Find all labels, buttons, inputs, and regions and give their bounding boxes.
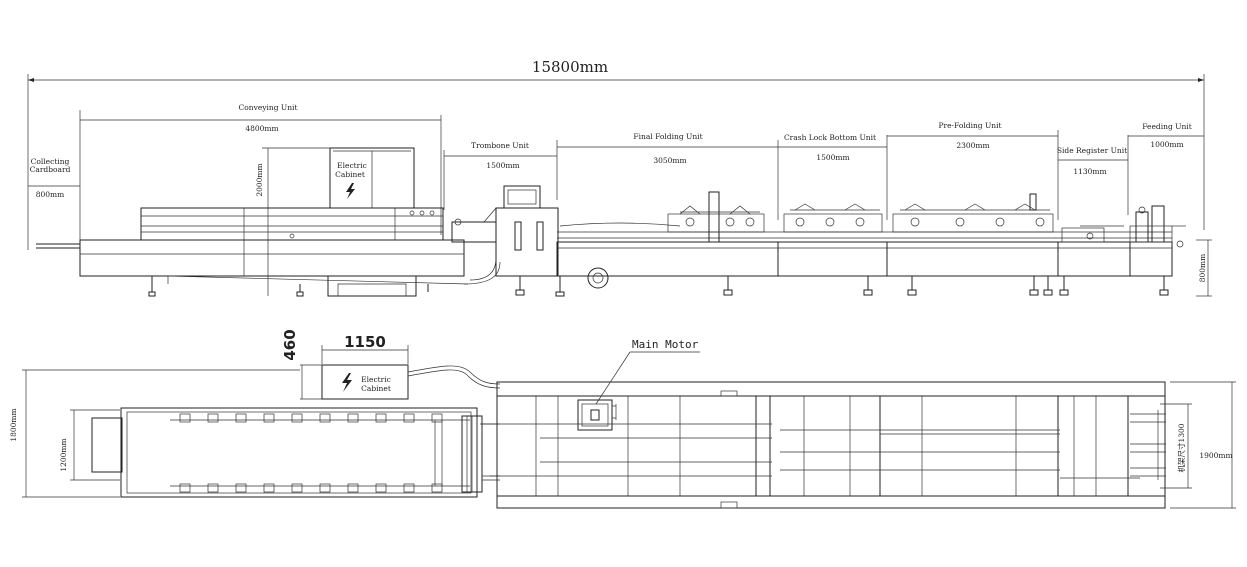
- main-motor-label: Main Motor: [632, 338, 699, 351]
- electric-cabinet-plan: [321, 364, 409, 400]
- collecting-cardboard-value: 800mm: [36, 190, 65, 199]
- feed-height-label: 800mm: [1198, 254, 1207, 283]
- feeding-unit-label: Feeding Unit: [1142, 122, 1191, 131]
- crash-lock-bottom-unit-label: Crash Lock Bottom Unit: [784, 133, 876, 142]
- side-register-unit-label: Side Register Unit: [1057, 146, 1127, 155]
- electric-cabinet-elevation-label-line2: Cabinet: [335, 170, 365, 179]
- frame-crossmembers: [535, 396, 1129, 496]
- collecting-cardboard-label-line2: Cardboard: [30, 165, 71, 174]
- collecting-cardboard-label-line1: Collecting: [31, 157, 70, 166]
- main-motor: [577, 399, 613, 431]
- machine-legs: [555, 276, 1169, 297]
- side-elevation: Electric Cabinet 2000mm: [36, 147, 1212, 297]
- electric-cabinet-elevation-label-line1: Electric: [337, 161, 367, 170]
- conveying-unit-label: Conveying Unit: [239, 103, 298, 112]
- plan-width-total-label: 1800mm: [9, 408, 18, 441]
- trombone-unit-label: Trombone Unit: [471, 141, 529, 150]
- plan-frame-width-label: 机架尺寸1300: [1176, 423, 1186, 472]
- plan-machine-width-label: 1900mm: [1199, 451, 1232, 460]
- plan-conveyor-width-label: 1200mm: [59, 438, 68, 471]
- conveyor-legs: [148, 276, 429, 297]
- pre-folding-unit-value: 2300mm: [956, 141, 989, 150]
- pre-folding-unit-label: Pre-Folding Unit: [938, 121, 1001, 130]
- plan-view: 1800mm 1200mm: [9, 329, 1236, 509]
- cabinet-height-label: 2000mm: [255, 163, 264, 196]
- electric-cabinet-plan-label-line1: Electric: [361, 375, 391, 384]
- section-dimensions: Collecting Cardboard 800mm Conveying Uni…: [28, 103, 1204, 240]
- final-folding-unit-value: 3050mm: [653, 156, 686, 165]
- trombone-unit-value: 1500mm: [486, 161, 519, 170]
- crash-lock-bottom-unit-value: 1500mm: [816, 153, 849, 162]
- cabinet-plan-length-label: 1150: [344, 333, 386, 351]
- electric-cabinet-plan-label-line2: Cabinet: [361, 384, 391, 393]
- overall-length-dimension: 15800mm: [27, 58, 1205, 250]
- lightning-icon: [346, 183, 355, 199]
- conveying-unit-value: 4800mm: [245, 124, 278, 133]
- overall-length-label: 15800mm: [532, 58, 608, 76]
- carrier-rails: [480, 410, 1166, 480]
- cabinet-plan-depth-label: 460: [281, 329, 299, 360]
- conveyor-rollers: [179, 413, 443, 493]
- feeding-unit-value: 1000mm: [1150, 140, 1183, 149]
- side-register-unit-value: 1130mm: [1073, 167, 1106, 176]
- lightning-icon: [342, 373, 352, 392]
- final-folding-unit-label: Final Folding Unit: [633, 132, 702, 141]
